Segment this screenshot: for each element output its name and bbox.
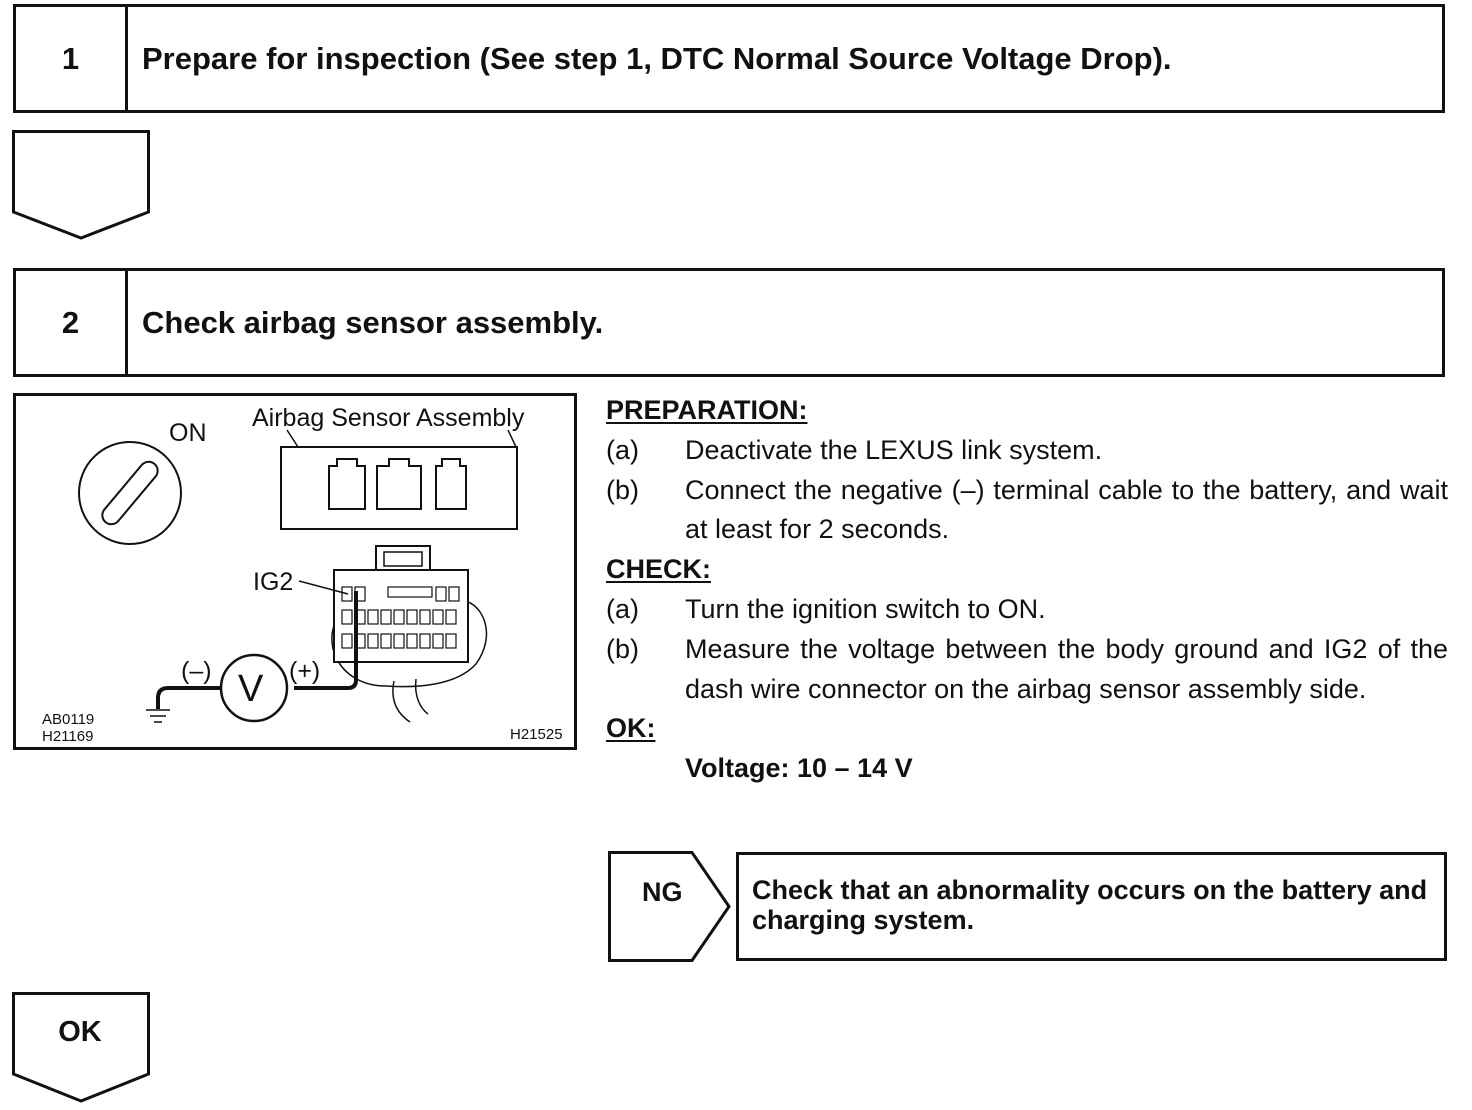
check-heading: CHECK: [606,554,711,585]
illustration: ON Airbag Sensor Assembly IG2 (–) (+) V … [13,393,577,750]
item-key: (b) [606,474,639,505]
sensor-assembly-label: Airbag Sensor Assembly [252,404,525,432]
figure-code: H21525 [510,726,563,743]
item-text: Deactivate the LEXUS link system. [685,434,1103,465]
step-1-header: 1 Prepare for inspection (See step 1, DT… [13,4,1445,113]
minus-terminal-label: (–) [181,657,212,685]
list-item: (b) Connect the negative (–) terminal ca… [606,471,1448,551]
item-text: Measure the voltage between the body gro… [685,633,1448,704]
ignition-switch-icon [78,441,182,545]
ground-icon [146,709,170,723]
list-item: (b) Measure the voltage between the body… [606,630,1448,710]
sensor-assembly-shape [280,429,518,530]
ok-flow-arrow: OK [12,992,150,1106]
wiring-diagram [78,429,518,723]
flow-down-arrow [12,130,150,242]
figure-code: H21169 [42,728,94,745]
figure-code: AB0119 [42,711,95,728]
preparation-heading: PREPARATION: [606,395,808,425]
instructions: PREPARATION: (a) Deactivate the LEXUS li… [606,391,1448,789]
ok-label: OK [58,1016,102,1048]
step-number: 1 [16,7,128,110]
step-number: 2 [16,271,128,374]
step-title: Check airbag sensor assembly. [142,304,604,340]
ng-label: NG [642,877,683,907]
voltmeter-symbol: V [238,668,264,710]
ng-branch-tag: NG [608,851,732,962]
item-key: (a) [606,434,639,465]
item-text: Turn the ignition switch to ON. [685,593,1046,624]
item-text: Connect the negative (–) terminal cable … [685,474,1448,545]
list-item: (a) Deactivate the LEXUS link system. [606,431,1448,471]
ok-voltage-value: Voltage: 10 – 14 V [685,753,913,784]
plus-terminal-label: (+) [289,657,321,685]
item-key: (b) [606,633,639,664]
list-item: (a) Turn the ignition switch to ON. [606,590,1448,630]
step-title: Prepare for inspection (See step 1, DTC … [142,40,1172,76]
voltmeter-icon [219,653,289,723]
item-key: (a) [606,593,639,624]
ig2-terminal-label: IG2 [253,568,294,596]
ng-action-box: Check that an abnormality occurs on the … [736,852,1447,961]
ok-heading: OK: [606,713,656,744]
step-2-header: 2 Check airbag sensor assembly. [13,268,1445,377]
switch-on-label: ON [169,419,207,447]
